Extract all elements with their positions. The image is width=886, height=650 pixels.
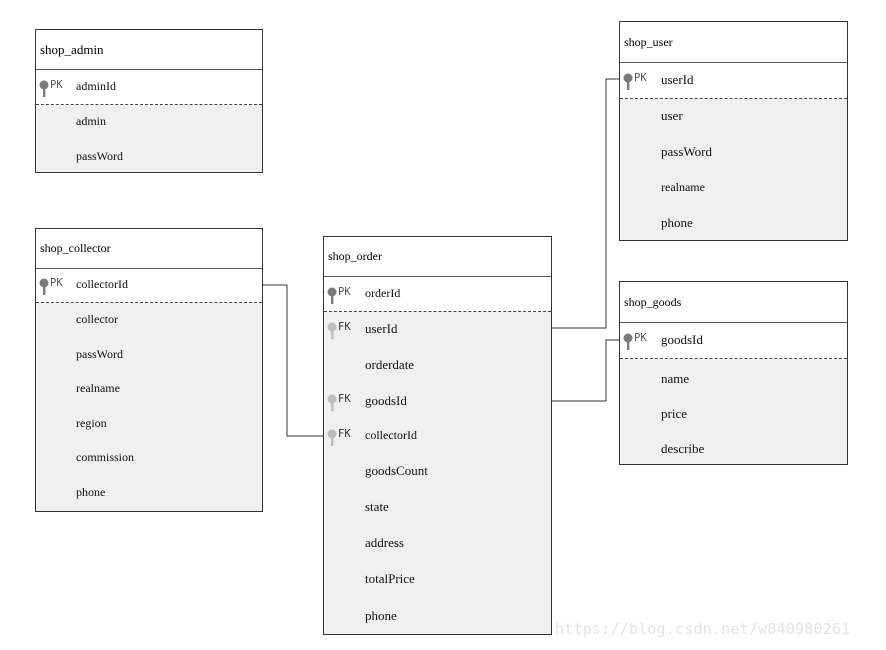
attribute-section: user passWord realname phone [620, 99, 847, 240]
relationship-order-goods [552, 339, 620, 402]
attribute-row[interactable]: phone [324, 604, 551, 628]
fk-badge: FK [338, 321, 351, 333]
column-name: collector [76, 312, 118, 326]
attribute-row[interactable]: phone [36, 481, 262, 505]
attribute-row[interactable]: passWord [36, 343, 262, 367]
attribute-row[interactable]: state [324, 495, 551, 519]
table-name: shop_admin [36, 30, 262, 70]
table-shop-goods[interactable]: shop_goods PK goodsId name price describ… [619, 281, 848, 465]
column-name: region [76, 416, 107, 430]
pk-section: PK goodsId [620, 323, 847, 359]
table-shop-user[interactable]: shop_user PK userId user passWord realna… [619, 21, 848, 241]
column-name: passWord [661, 144, 712, 159]
column-name: realname [661, 180, 705, 194]
column-name: adminId [76, 79, 116, 93]
pk-badge: PK [338, 286, 351, 298]
column-name: address [365, 535, 404, 550]
attribute-row[interactable]: user [620, 104, 847, 128]
column-name: userId [365, 321, 398, 336]
column-name: phone [365, 608, 397, 623]
fk-row[interactable]: FK goodsId [324, 389, 551, 413]
attribute-row[interactable]: phone [620, 211, 847, 235]
column-name: name [661, 371, 690, 386]
column-name: goodsId [661, 332, 703, 347]
attribute-row[interactable]: admin [36, 110, 262, 134]
attribute-row[interactable]: describe [620, 437, 847, 461]
column-name: collectorId [76, 277, 128, 291]
attribute-section: FK userId orderdate FK goodsId FK collec… [324, 312, 551, 634]
attribute-section: name price describe [620, 359, 847, 464]
key-icon [623, 333, 633, 350]
key-icon [327, 429, 337, 446]
fk-badge: FK [338, 428, 351, 440]
pk-badge: PK [634, 72, 647, 84]
fk-row[interactable]: FK userId [324, 317, 551, 341]
attribute-section: collector passWord realname region commi… [36, 303, 262, 511]
column-name: orderId [365, 286, 401, 300]
attribute-row[interactable]: orderdate [324, 353, 551, 377]
attribute-row[interactable]: address [324, 531, 551, 555]
attribute-section: admin passWord [36, 105, 262, 172]
table-name: shop_goods [620, 282, 847, 323]
column-name: passWord [76, 149, 124, 163]
attribute-row[interactable]: passWord [620, 140, 847, 164]
attribute-row[interactable]: region [36, 412, 262, 436]
pk-row[interactable]: PK goodsId [620, 328, 847, 352]
column-name: admin [76, 114, 106, 128]
column-name: commission [76, 450, 135, 464]
column-name: state [365, 499, 389, 514]
column-name: phone [76, 485, 106, 499]
fk-row[interactable]: FK collectorId [324, 424, 551, 448]
table-name: shop_collector [36, 229, 262, 269]
relationship-order-collector [263, 284, 324, 437]
table-name: shop_user [620, 22, 847, 63]
pk-badge: PK [50, 79, 63, 91]
pk-section: PK userId [620, 63, 847, 99]
column-name: realname [76, 381, 120, 395]
column-name: user [661, 108, 683, 123]
column-name: userId [661, 72, 694, 87]
pk-badge: PK [50, 277, 63, 289]
attribute-row[interactable]: price [620, 402, 847, 426]
pk-section: PK adminId [36, 70, 262, 105]
table-shop-collector[interactable]: shop_collector PK collectorId collector … [35, 228, 263, 512]
attribute-row[interactable]: realname [620, 176, 847, 200]
column-name: phone [661, 215, 693, 230]
attribute-row[interactable]: goodsCount [324, 459, 551, 483]
table-shop-order[interactable]: shop_order PK orderId FK userId orderdat… [323, 236, 552, 635]
key-icon [327, 322, 337, 339]
pk-section: PK collectorId [36, 269, 262, 303]
key-icon [39, 278, 49, 295]
fk-badge: FK [338, 393, 351, 405]
pk-row[interactable]: PK orderId [324, 282, 551, 306]
column-name: goodsId [365, 393, 407, 408]
pk-row[interactable]: PK userId [620, 68, 847, 92]
attribute-row[interactable]: collector [36, 308, 262, 332]
pk-section: PK orderId [324, 277, 551, 312]
column-name: totalPrice [365, 571, 415, 586]
watermark: https://blog.csdn.net/w840980261 [555, 620, 851, 638]
pk-badge: PK [634, 332, 647, 344]
attribute-row[interactable]: realname [36, 377, 262, 401]
pk-row[interactable]: PK adminId [36, 75, 262, 99]
attribute-row[interactable]: commission [36, 446, 262, 470]
attribute-row[interactable]: passWord [36, 145, 262, 169]
attribute-row[interactable]: totalPrice [324, 567, 551, 591]
column-name: describe [661, 441, 705, 456]
column-name: collectorId [365, 428, 417, 442]
key-icon [623, 73, 633, 90]
key-icon [39, 80, 49, 97]
relationship-order-user [552, 78, 620, 329]
table-shop-admin[interactable]: shop_admin PK adminId admin passWord [35, 29, 263, 173]
pk-row[interactable]: PK collectorId [36, 273, 262, 297]
column-name: orderdate [365, 357, 415, 372]
column-name: passWord [76, 347, 124, 361]
attribute-row[interactable]: name [620, 367, 847, 391]
key-icon [327, 394, 337, 411]
column-name: goodsCount [365, 463, 428, 478]
column-name: price [661, 406, 687, 421]
key-icon [327, 287, 337, 304]
table-name: shop_order [324, 237, 551, 277]
